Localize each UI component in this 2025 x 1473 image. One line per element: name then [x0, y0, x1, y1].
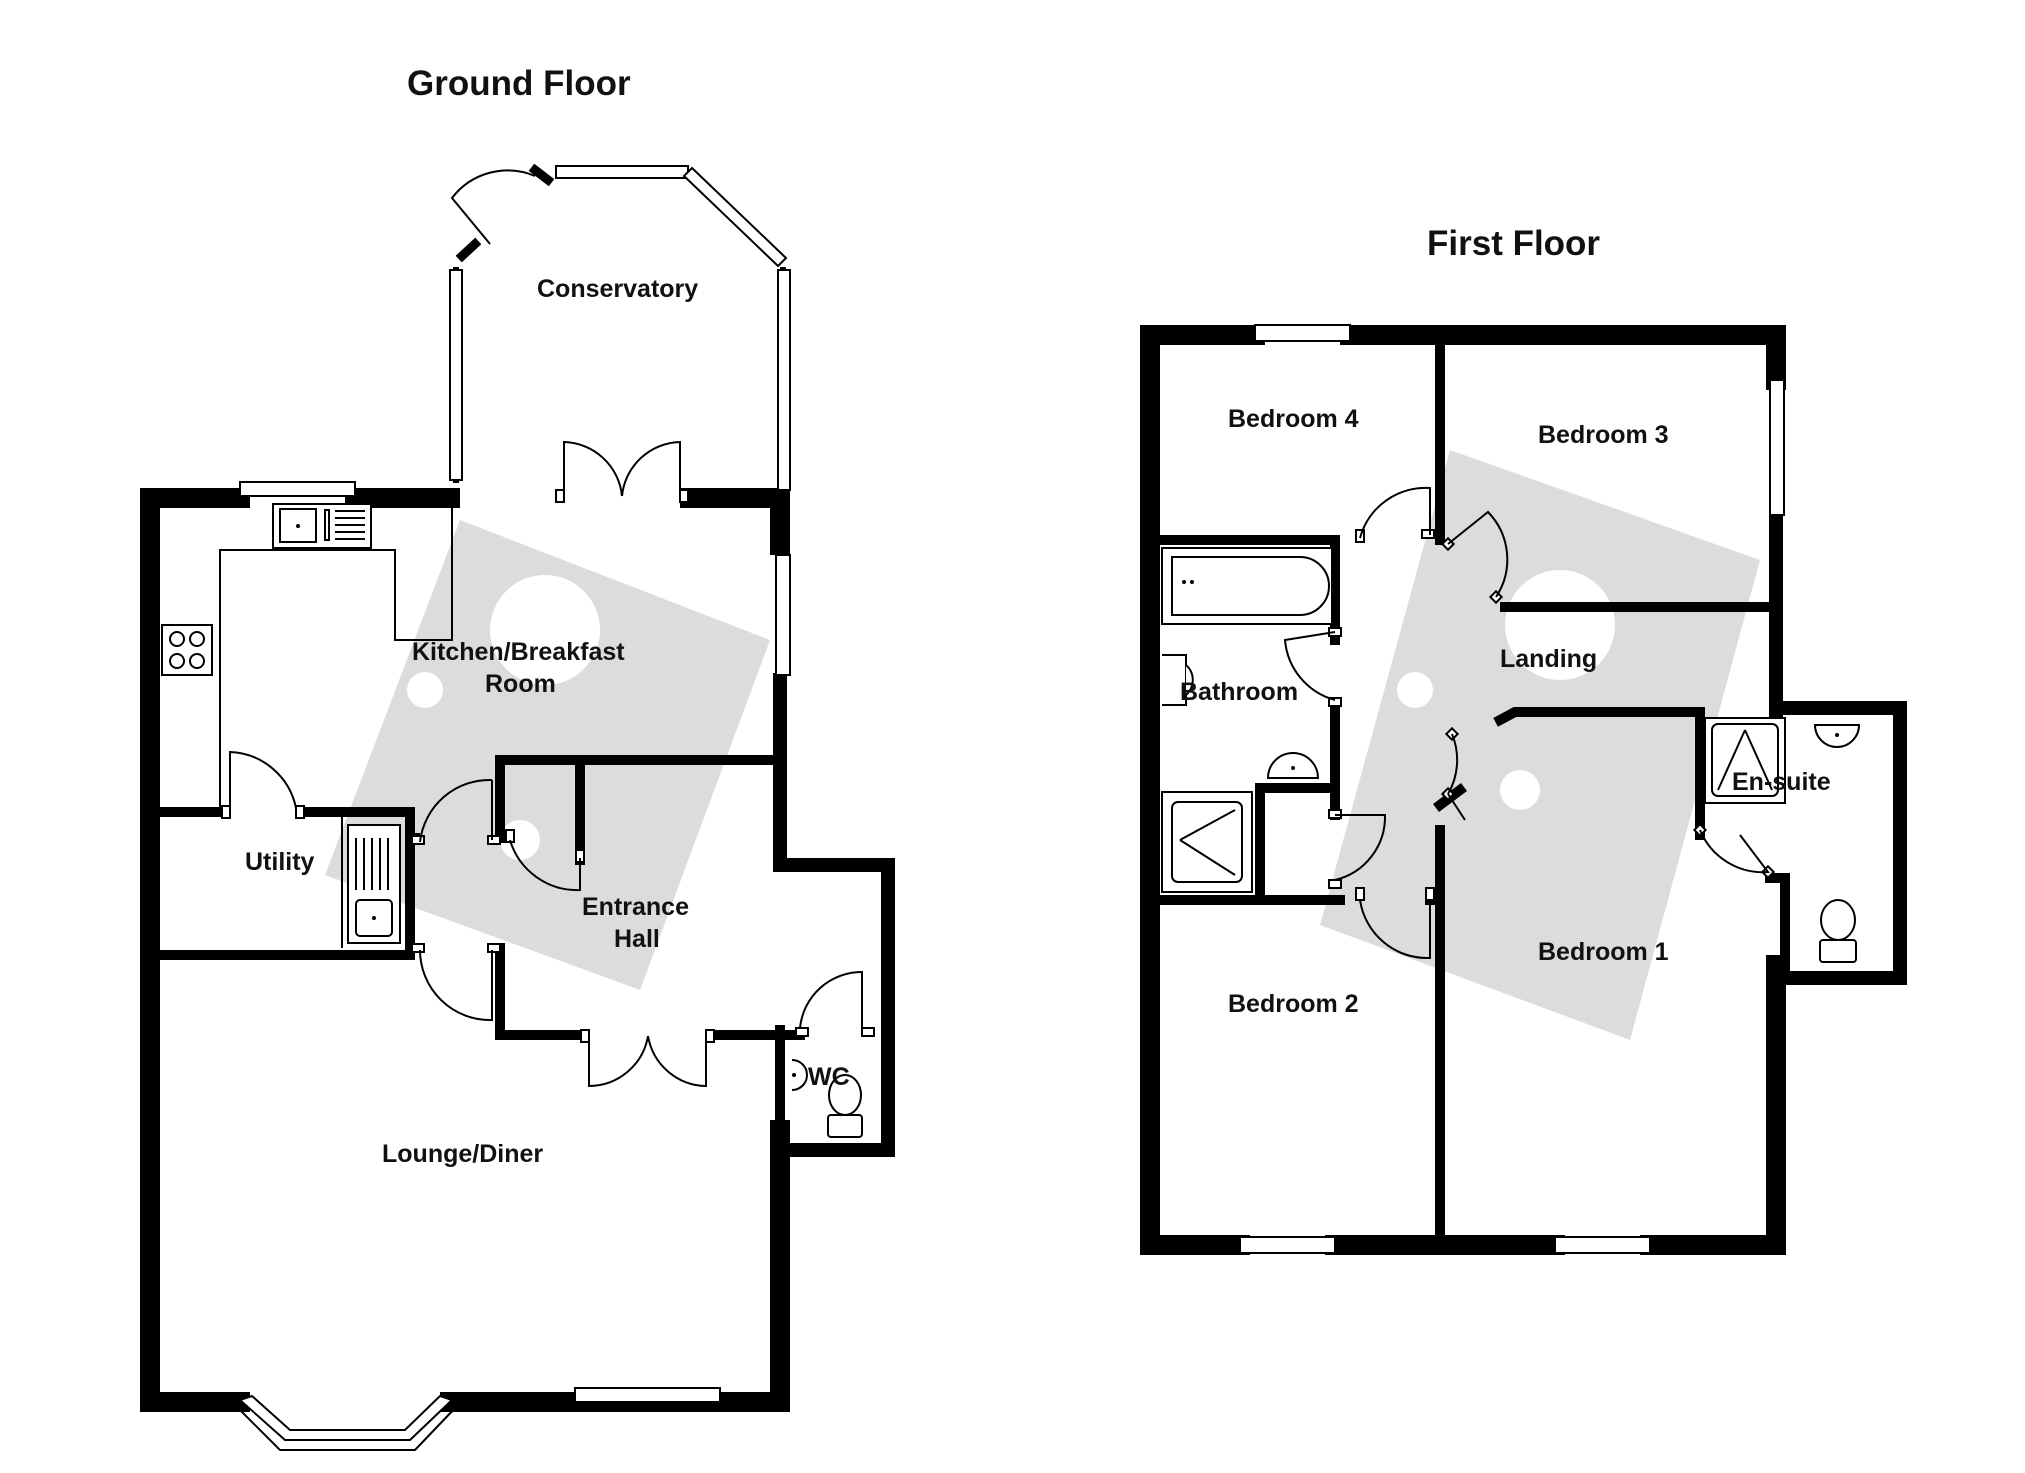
ground-outer-walls — [140, 488, 895, 1412]
hall-cupboard-door[interactable] — [505, 829, 585, 892]
conservatory-door[interactable] — [450, 169, 536, 245]
bedroom4-door[interactable] — [1355, 486, 1435, 543]
ensuite-door[interactable] — [1692, 822, 1776, 880]
first-windows — [1239, 324, 1785, 1254]
kitchen-sink — [272, 503, 372, 549]
hall-label-line2: Hall — [614, 925, 660, 953]
bathroom-door[interactable] — [1283, 627, 1342, 707]
utility-label: Utility — [245, 848, 315, 876]
kitchen-worktop — [219, 508, 453, 808]
ensuite-shower — [1704, 717, 1786, 804]
bedroom1-door[interactable] — [1440, 726, 1466, 821]
conservatory-diagonal-window — [682, 166, 788, 268]
kitchen-conservatory-doors[interactable] — [555, 440, 689, 503]
ground-windows — [234, 165, 791, 1451]
bedroom3-door[interactable] — [1440, 510, 1509, 605]
bathroom-shower — [1161, 791, 1253, 893]
lounge-window — [574, 1387, 721, 1403]
lounge-bay-window — [238, 1394, 454, 1441]
ground-floor-title: Ground Floor — [407, 64, 631, 103]
bedroom3-label: Bedroom 3 — [1538, 421, 1669, 449]
kitchen-label-line1: Kitchen/Breakfast — [412, 638, 625, 666]
bedroom4-label: Bedroom 4 — [1228, 405, 1359, 433]
kitchen-window — [239, 481, 356, 497]
bath — [1161, 547, 1333, 625]
lounge-label: Lounge/Diner — [382, 1140, 543, 1168]
bathroom-basin — [1266, 752, 1320, 779]
cupboard-door[interactable] — [1328, 809, 1387, 889]
conservatory-left-window — [449, 269, 463, 481]
bedroom4-window — [1254, 324, 1351, 342]
utility-door[interactable] — [221, 750, 305, 819]
ensuite-wc — [1819, 899, 1857, 963]
conservatory-right-window — [777, 269, 791, 491]
conservatory-top-window — [555, 165, 689, 179]
first-floor-title: First Floor — [1427, 224, 1600, 263]
wc-fixtures — [791, 1059, 863, 1138]
utility-sink — [347, 824, 401, 944]
conservatory-corner — [528, 163, 555, 187]
bedroom1-label: Bedroom 1 — [1538, 938, 1669, 966]
kitchen-hall-door[interactable] — [411, 778, 501, 845]
bathroom-wc — [1162, 654, 1194, 706]
bedroom2-label: Bedroom 2 — [1228, 990, 1359, 1018]
kitchen-side-window — [775, 554, 791, 676]
conservatory-label: Conservatory — [537, 275, 698, 303]
bedroom3-window — [1769, 379, 1785, 516]
bedroom1-window — [1554, 1236, 1651, 1254]
hall-label-line1: Entrance — [582, 893, 689, 921]
first-floor-plan: First Floor Bedroom 4 Bedroom 3 Landing … — [1140, 224, 1907, 1255]
front-doors[interactable] — [580, 1029, 715, 1088]
lounge-hall-door[interactable] — [411, 943, 501, 1022]
ground-floor-plan: Ground Floor Conservatory Kitchen/Breakf… — [140, 64, 895, 1451]
wc-door[interactable] — [795, 970, 875, 1037]
wc-label: WC — [808, 1063, 850, 1091]
conservatory-corner-2 — [455, 237, 482, 263]
bathroom-label: Bathroom — [1180, 678, 1298, 706]
bedroom2-door[interactable] — [1355, 887, 1435, 960]
kitchen-label-line2: Room — [485, 670, 556, 698]
ensuite-basin — [1813, 724, 1861, 748]
ensuite-label: En-suite — [1732, 768, 1831, 796]
landing-label: Landing — [1500, 645, 1597, 673]
ground-internal-walls — [155, 755, 805, 1135]
hob — [161, 624, 213, 676]
bedroom2-window — [1239, 1236, 1336, 1254]
first-outer-walls — [1140, 325, 1907, 1255]
